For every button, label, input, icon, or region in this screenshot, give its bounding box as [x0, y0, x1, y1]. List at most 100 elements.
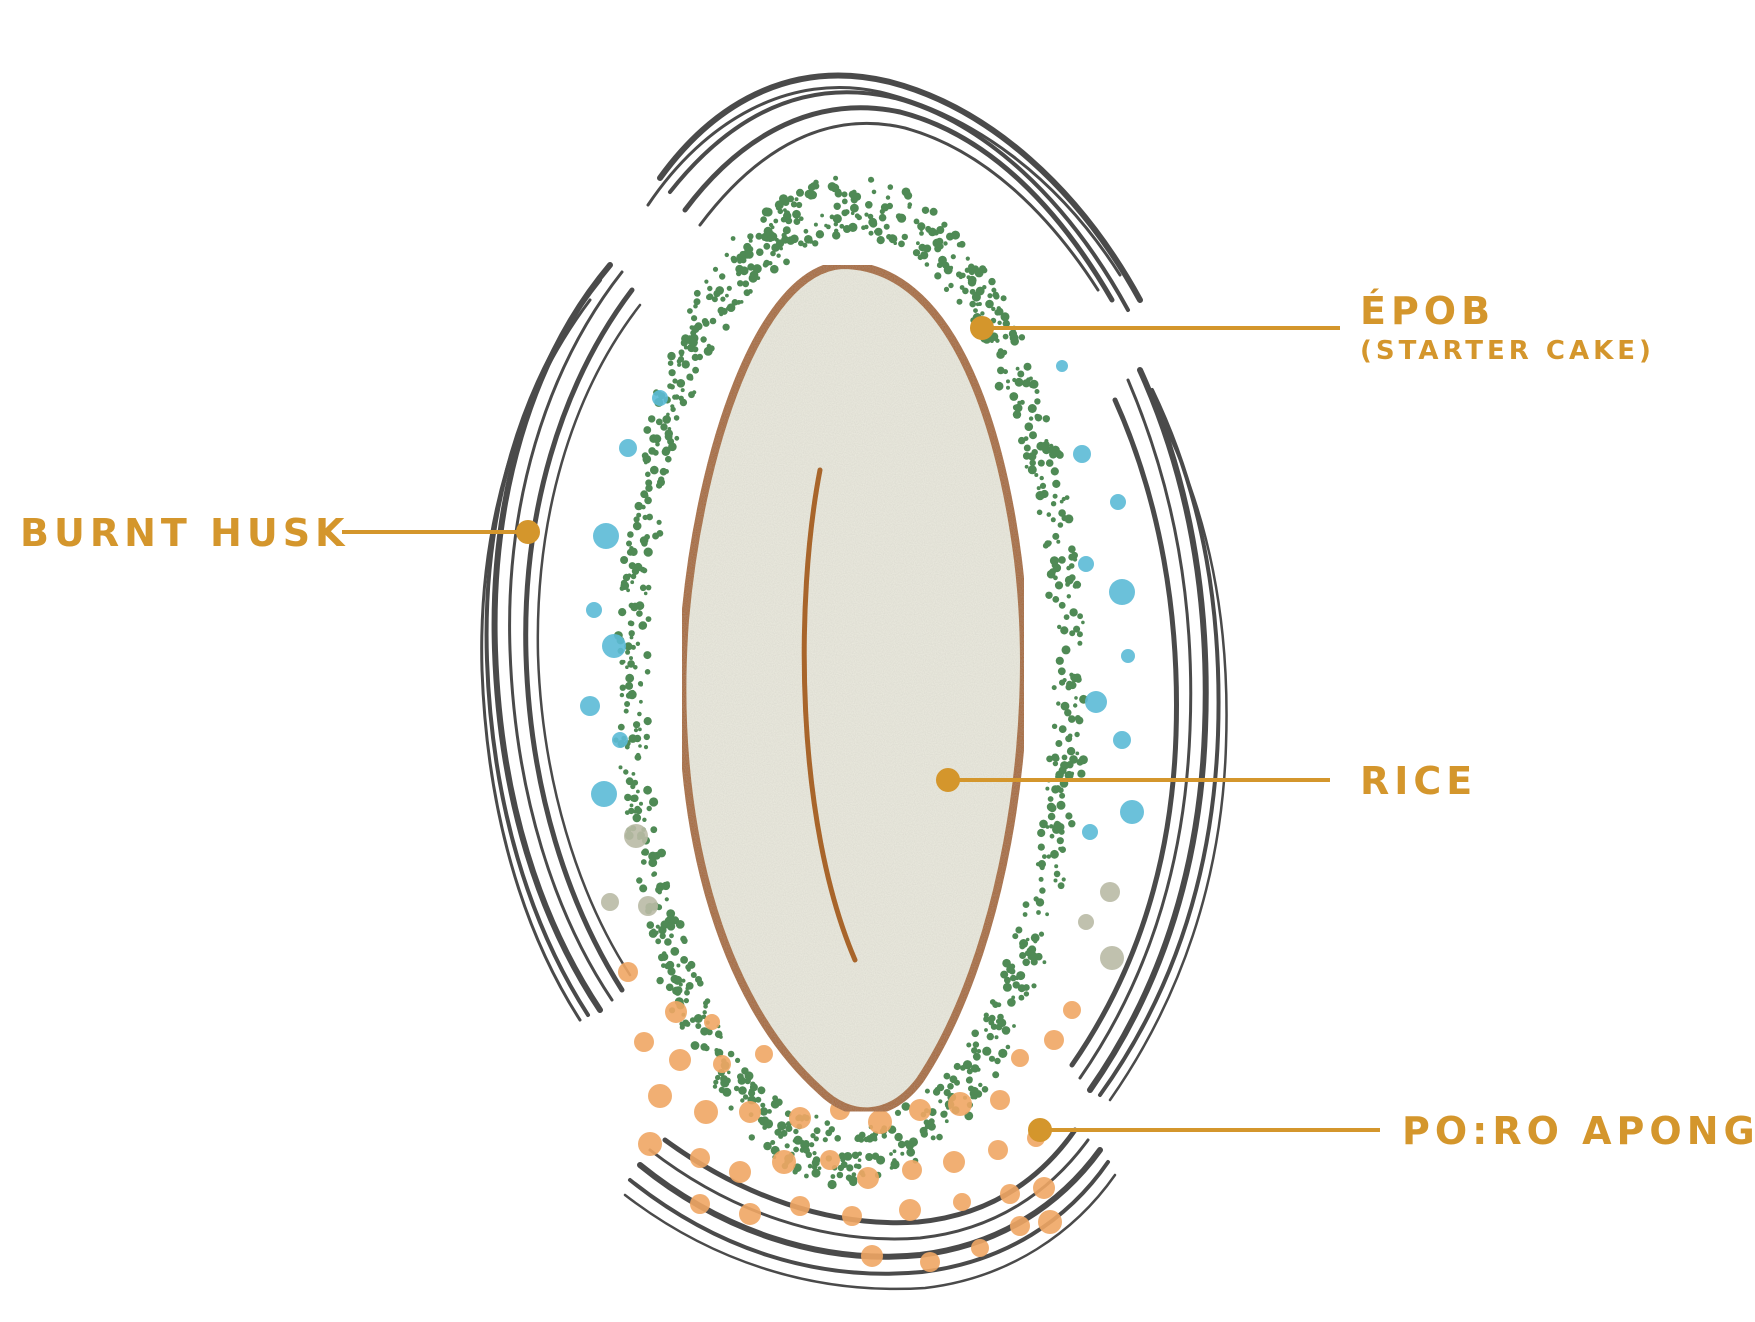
starter-speck: [630, 794, 637, 802]
starter-speck: [1047, 796, 1054, 802]
starter-speck: [983, 1015, 990, 1023]
starter-speck: [969, 288, 976, 295]
starter-speck: [1061, 645, 1071, 655]
starter-speck: [626, 540, 632, 547]
starter-speck: [916, 241, 920, 246]
starter-speck: [834, 1135, 841, 1142]
bubble: [1000, 1184, 1020, 1204]
starter-speck: [906, 1147, 916, 1157]
starter-speck: [659, 932, 666, 940]
husk-stroke: [1108, 418, 1228, 1102]
starter-speck: [941, 221, 948, 228]
bubble: [580, 696, 600, 716]
starter-speck: [1046, 755, 1053, 763]
bubble: [694, 1100, 718, 1124]
starter-speck: [755, 1096, 762, 1103]
starter-speck: [733, 1085, 740, 1092]
starter-speck: [748, 1134, 755, 1141]
husk-stroke: [628, 1160, 1110, 1276]
starter-speck: [666, 915, 675, 923]
starter-speck: [739, 266, 749, 276]
starter-speck: [1058, 556, 1066, 564]
starter-speck: [1002, 319, 1010, 328]
starter-speck: [719, 273, 726, 280]
starter-speck: [1005, 1044, 1011, 1050]
starter-speck: [1001, 1026, 1011, 1035]
starter-speck: [1066, 747, 1076, 756]
starter-speck: [763, 242, 771, 250]
starter-speck: [634, 754, 642, 761]
starter-speck: [803, 1147, 810, 1154]
starter-speck: [1055, 770, 1064, 780]
starter-speck: [708, 345, 715, 352]
rice-crease: [801, 467, 858, 963]
starter-speck: [1037, 828, 1046, 838]
starter-speck: [1036, 486, 1041, 491]
starter-speck: [623, 708, 629, 714]
starter-speck: [627, 690, 637, 700]
husk-stroke: [1069, 397, 1179, 1068]
starter-speck: [666, 922, 676, 931]
starter-speck: [682, 1019, 690, 1027]
starter-speck: [645, 484, 653, 492]
starter-speck: [1056, 451, 1064, 459]
starter-speck: [1029, 459, 1036, 467]
starter-speck: [665, 960, 675, 970]
starter-speck: [924, 262, 930, 267]
starter-speck: [724, 252, 729, 258]
starter-speck: [1014, 403, 1023, 413]
bubble: [1100, 882, 1120, 902]
starter-speck: [657, 848, 666, 858]
starter-speck: [1051, 723, 1058, 729]
starter-speck: [913, 218, 920, 225]
starter-speck: [1012, 410, 1022, 419]
starter-speck: [889, 1152, 893, 1156]
starter-speck: [674, 435, 680, 441]
starter-speck: [1028, 416, 1034, 421]
starter-speck: [1053, 870, 1061, 878]
starter-speck: [972, 1052, 981, 1061]
starter-speck: [740, 1098, 745, 1103]
starter-speck: [889, 1166, 894, 1170]
starter-speck: [1018, 334, 1026, 341]
starter-speck: [1059, 846, 1066, 853]
starter-speck: [1045, 591, 1053, 599]
starter-speck: [1054, 864, 1059, 869]
starter-speck: [745, 1072, 752, 1079]
starter-speck: [1052, 493, 1058, 499]
leader-dot-epob: [970, 316, 994, 340]
starter-speck: [1064, 709, 1072, 717]
starter-speck: [1006, 385, 1010, 390]
starter-speck: [972, 1041, 980, 1048]
starter-speck: [644, 496, 652, 505]
starter-speck: [843, 209, 850, 215]
starter-speck: [833, 175, 839, 181]
bubble: [648, 1084, 672, 1108]
starter-speck: [879, 208, 885, 215]
starter-speck: [644, 534, 650, 540]
starter-speck: [704, 279, 709, 284]
starter-speck: [969, 300, 976, 308]
starter-speck: [667, 967, 676, 976]
starter-speck: [737, 280, 744, 287]
starter-speck: [785, 1125, 793, 1132]
starter-speck: [646, 513, 653, 521]
starter-speck: [1052, 479, 1061, 488]
starter-speck: [811, 1168, 821, 1178]
starter-speck: [974, 268, 984, 278]
starter-speck: [684, 989, 690, 996]
starter-speck: [1046, 512, 1052, 517]
starter-speck: [673, 415, 680, 421]
starter-speck: [1000, 295, 1007, 302]
starter-speck: [934, 272, 942, 280]
starter-speck: [1064, 575, 1074, 585]
starter-speck: [760, 1102, 766, 1108]
starter-speck: [958, 240, 966, 248]
bubble: [820, 1150, 840, 1170]
starter-speck: [644, 460, 648, 465]
starter-speck: [1056, 701, 1061, 706]
starter-speck: [713, 290, 721, 298]
starter-speck: [978, 1082, 983, 1088]
bubble: [729, 1161, 751, 1183]
starter-speck: [863, 1136, 870, 1143]
